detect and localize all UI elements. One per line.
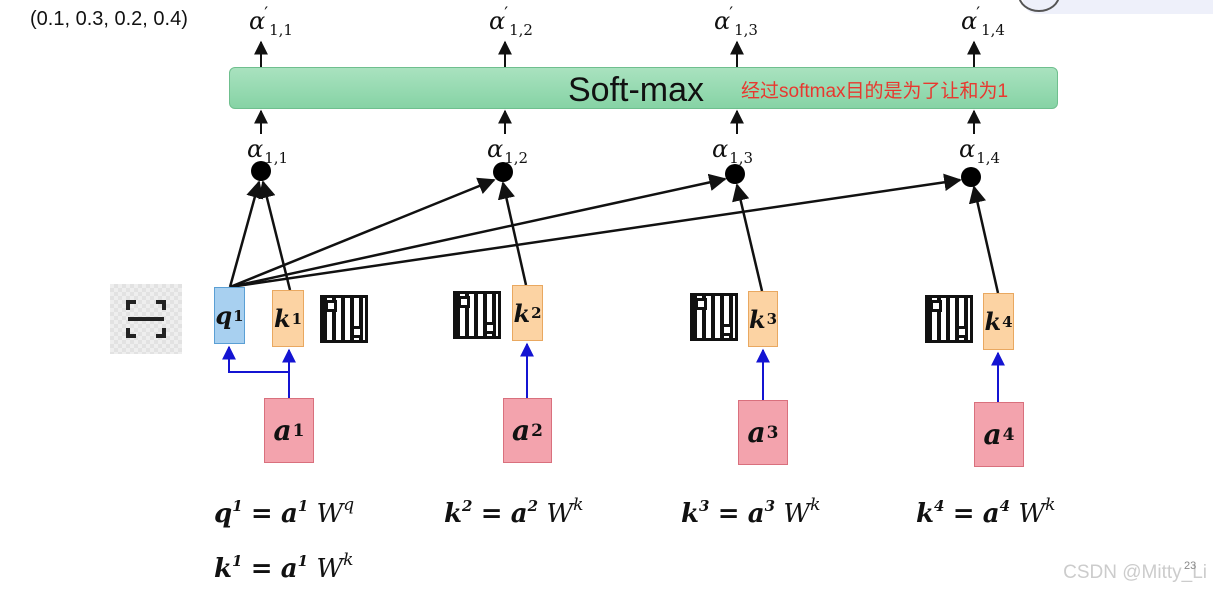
formula-k4: k4 = a4 Wk (916, 495, 1056, 529)
softmax-bar (229, 67, 1058, 109)
attention-score-3: α1,3 (712, 135, 754, 167)
dot-product-node-3 (725, 164, 745, 184)
qr-code-icon[interactable] (320, 295, 368, 343)
dot-product-node-1 (251, 161, 271, 181)
normalized-score-1: α′1,1 (249, 4, 293, 39)
query-to-dot-4 (229, 173, 962, 289)
scan-icon (126, 300, 166, 338)
formula-q1: q1 = a1 Wq (214, 495, 355, 529)
normalized-score-4: α′1,4 (961, 4, 1005, 39)
qr-code-icon[interactable] (925, 295, 973, 343)
qr-code-icon[interactable] (690, 293, 738, 341)
key-to-dot-1 (258, 180, 292, 291)
formula-k2: k2 = a2 Wk (444, 495, 584, 529)
attention-score-1: α1,1 (247, 135, 289, 167)
key-to-dot-2 (497, 181, 528, 286)
watermark: CSDN @Mitty_Li (1063, 562, 1207, 583)
projection-arrow-q1 (222, 345, 290, 398)
formula-k1: k1 = a1 Wk (214, 550, 354, 584)
page-number: 23 (1184, 560, 1197, 572)
scan-widget[interactable] (110, 284, 182, 354)
normalized-score-2: α′1,2 (489, 4, 533, 39)
corner-panel (1023, 0, 1213, 14)
qr-code-icon[interactable] (453, 291, 501, 339)
attention-score-4: α1,4 (959, 135, 1001, 167)
dot-product-node-4 (961, 167, 981, 187)
dot-product-node-2 (493, 162, 513, 182)
key-to-dot-4 (968, 185, 1000, 294)
key-to-dot-3 (732, 183, 764, 292)
formula-k3: k3 = a3 Wk (681, 495, 821, 529)
probability-tuple: (0.1, 0.3, 0.2, 0.4) (30, 8, 188, 30)
normalized-score-3: α′1,3 (714, 4, 758, 39)
query-to-dot-3 (229, 173, 727, 289)
softmax-label: Soft-max (568, 71, 705, 109)
query-to-dot-2 (229, 177, 496, 289)
query-to-dot-1 (228, 180, 264, 288)
softmax-note: 经过softmax目的是为了让和为1 (741, 81, 1009, 102)
attention-score-2: α1,2 (487, 135, 529, 167)
